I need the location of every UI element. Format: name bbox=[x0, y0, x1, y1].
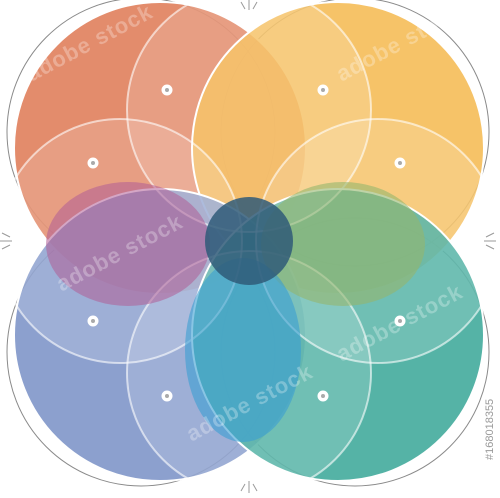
tick-left-u bbox=[1, 232, 11, 238]
tick-bottom-l bbox=[240, 483, 246, 492]
marker-center-5 bbox=[91, 319, 95, 323]
overlap-bottom-cyan bbox=[185, 258, 301, 442]
marker-center-8 bbox=[321, 394, 325, 398]
region-marker-centers bbox=[91, 88, 402, 398]
tick-left-d bbox=[1, 244, 11, 250]
overlap-right-green bbox=[261, 182, 425, 306]
tick-top-l bbox=[240, 1, 246, 10]
marker-center-6 bbox=[398, 319, 402, 323]
marker-center-3 bbox=[91, 161, 95, 165]
marker-center-1 bbox=[165, 88, 169, 92]
marker-center-2 bbox=[321, 88, 325, 92]
marker-center-4 bbox=[398, 161, 402, 165]
tick-top-r bbox=[252, 1, 258, 10]
tick-right-d bbox=[485, 244, 495, 250]
overlap-center bbox=[205, 197, 293, 285]
overlap-tints bbox=[46, 182, 425, 442]
overlap-left-purple bbox=[46, 182, 210, 306]
marker-center-7 bbox=[165, 394, 169, 398]
stock-id-label: #168018355 bbox=[484, 398, 496, 461]
tick-bottom-r bbox=[252, 483, 258, 492]
tick-right-u bbox=[485, 232, 495, 238]
